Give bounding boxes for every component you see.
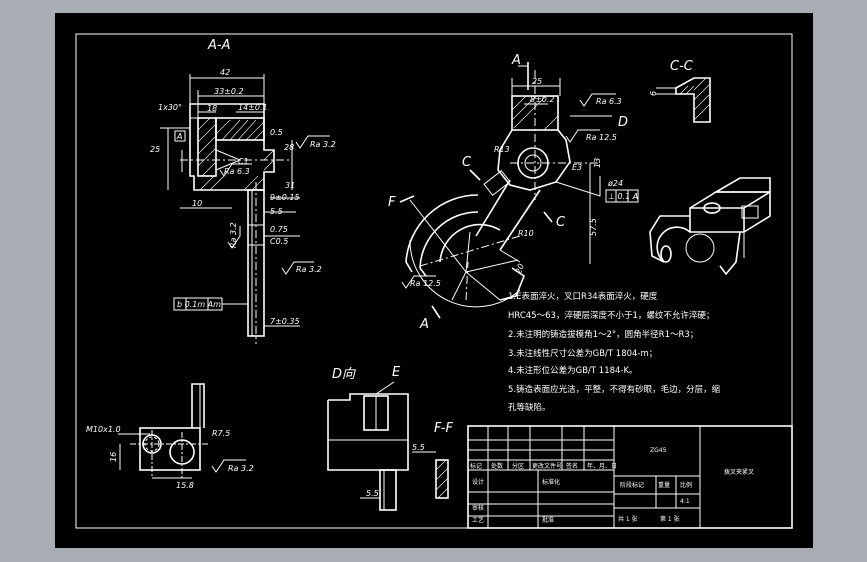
dim-r13: R13: [494, 145, 510, 154]
tb-sign: 签名: [566, 462, 578, 470]
tb-zone: 分区: [512, 462, 524, 470]
tb-marks: 标记: [470, 462, 482, 470]
tol-frame-right: ⊥ 0.1 A: [608, 192, 638, 201]
dim-10: 10: [192, 199, 202, 208]
dim-25-vertical: 25: [150, 145, 160, 154]
tb-scale-value: 4:1: [680, 498, 690, 505]
dim-5-5-c: 5.5: [366, 489, 379, 498]
tb-part-name: 拨叉夹紧叉: [724, 468, 754, 476]
inner-frame: [75, 33, 793, 529]
isometric-view: [649, 177, 771, 276]
dim-r7-5: R7.5: [212, 429, 230, 438]
section-f-f: F-F 5.5: [412, 421, 453, 499]
tb-design: 设计: [472, 478, 484, 486]
dim-5-5-a: 5.5: [270, 207, 283, 216]
dim-c0-5: C0.5: [270, 237, 288, 246]
drawing-sheet: [55, 13, 813, 548]
dim-57-5: 57.5: [589, 218, 598, 236]
roughness-aa-4: Ra 3.2: [296, 265, 322, 274]
label-d-view: D向: [332, 367, 356, 382]
roughness-detail: Ra 3.2: [228, 464, 254, 473]
dim-m10: M10x1.0: [86, 425, 121, 434]
dim-16: 16: [109, 452, 118, 462]
thread-detail-view: M10x1.0 R7.5 16 15.8 Ra 3.2: [86, 383, 254, 490]
tb-count: 处数: [491, 462, 503, 470]
note-line-3: 2.未注明的铸造拔模角1～2°，圆角半径R1～R3；: [508, 330, 699, 340]
tb-standardize: 标准化: [542, 478, 560, 486]
tb-date: 年、月、日: [587, 462, 617, 470]
dim-28: 28: [284, 143, 294, 152]
label-a-bottom: A: [419, 317, 429, 332]
dim-15-8: 15.8: [176, 481, 194, 490]
note-line-1: 1.E表面淬火，叉口R34表面淬火，硬度: [508, 292, 658, 302]
tb-scale: 比例: [680, 481, 692, 489]
dim-33: 33±0.2: [214, 87, 244, 96]
dim-6: 6: [649, 91, 658, 96]
dim-24: ø24: [607, 179, 623, 188]
dim-18: 18: [207, 104, 217, 113]
dim-20: 20: [514, 262, 526, 275]
datum-flag-a: A: [176, 132, 182, 141]
dim-r10: R10: [518, 229, 534, 238]
label-d-arrow: D: [618, 115, 628, 130]
label-c-left: C: [462, 155, 472, 170]
dim-1x30: 1x30°: [158, 103, 182, 112]
dim-e3: E3: [572, 163, 582, 172]
note-line-7: 孔等缺陷。: [508, 403, 551, 413]
roughness-aa-1: Ra 3.2: [310, 140, 336, 149]
note-line-4: 3.未注线性尺寸公差为GB/T 1804-m；: [508, 349, 658, 359]
dim-42: 42: [220, 68, 230, 77]
title-block: ZG45 拨叉夹紧叉 标记 处数 分区 更改文件号 签名 年、月、日 设计 标准…: [467, 425, 793, 529]
label-f-arrow: F: [388, 195, 396, 210]
tb-process: 工艺: [472, 516, 484, 524]
dim-14: 14±0.1: [238, 103, 268, 112]
tb-review: 审核: [472, 504, 484, 512]
label-c-c: C-C: [670, 59, 694, 74]
dim-0-75: 0.75: [270, 225, 288, 234]
tb-sheets: 共 1 张: [618, 515, 638, 523]
note-line-5: 4.未注形位公差为GB/T 1184-K。: [508, 366, 638, 376]
label-e: E: [392, 365, 401, 380]
dim-13: 13: [593, 158, 602, 168]
fork-main-view: 25 8±0.2 A: [388, 53, 639, 332]
tb-change-doc: 更改文件号: [532, 462, 562, 470]
roughness-aa-2: Ra 6.3: [224, 167, 250, 176]
dim-9: 9±0.15: [270, 193, 300, 202]
label-f-f: F-F: [434, 421, 453, 436]
note-line-2: HRC45～63，淬硬层深度不小于1，螺纹不允许淬硬；: [508, 311, 715, 321]
dim-25-horizontal: 25: [532, 77, 542, 86]
roughness-main-3: Ra 12.5: [410, 279, 441, 288]
roughness-aa-3: Ra 3.2: [229, 222, 238, 248]
tb-approve: 批准: [542, 516, 554, 524]
tol-frame-left: b 0.1m Am: [177, 300, 221, 309]
tb-material: ZG45: [650, 447, 667, 454]
dim-5-5-b: 5.5: [412, 443, 425, 452]
tb-weight: 重量: [658, 481, 670, 489]
label-c-right: C: [556, 215, 566, 230]
roughness-main-2: Ra 12.5: [586, 133, 617, 142]
d-view: D向 E 5.5: [327, 365, 409, 511]
note-line-6: 5.铸造表面应光洁，平整，不得有砂眼，毛边，分层，缩: [508, 385, 721, 395]
dim-c1: C1: [238, 157, 249, 166]
tb-sheet-no: 第 1 张: [660, 515, 680, 523]
section-c-c: C-C 6: [649, 59, 711, 123]
label-a-a: A-A: [207, 38, 230, 53]
tb-stage-mark: 阶段标记: [620, 481, 644, 489]
dim-0-5: 0.5: [270, 128, 283, 137]
section-a-a: A-A: [150, 38, 336, 344]
dim-7: 7±0.35: [270, 317, 300, 326]
dim-31: 31: [285, 181, 295, 190]
label-a-top: A: [511, 53, 521, 68]
roughness-main-1: Ra 6.3: [596, 97, 622, 106]
